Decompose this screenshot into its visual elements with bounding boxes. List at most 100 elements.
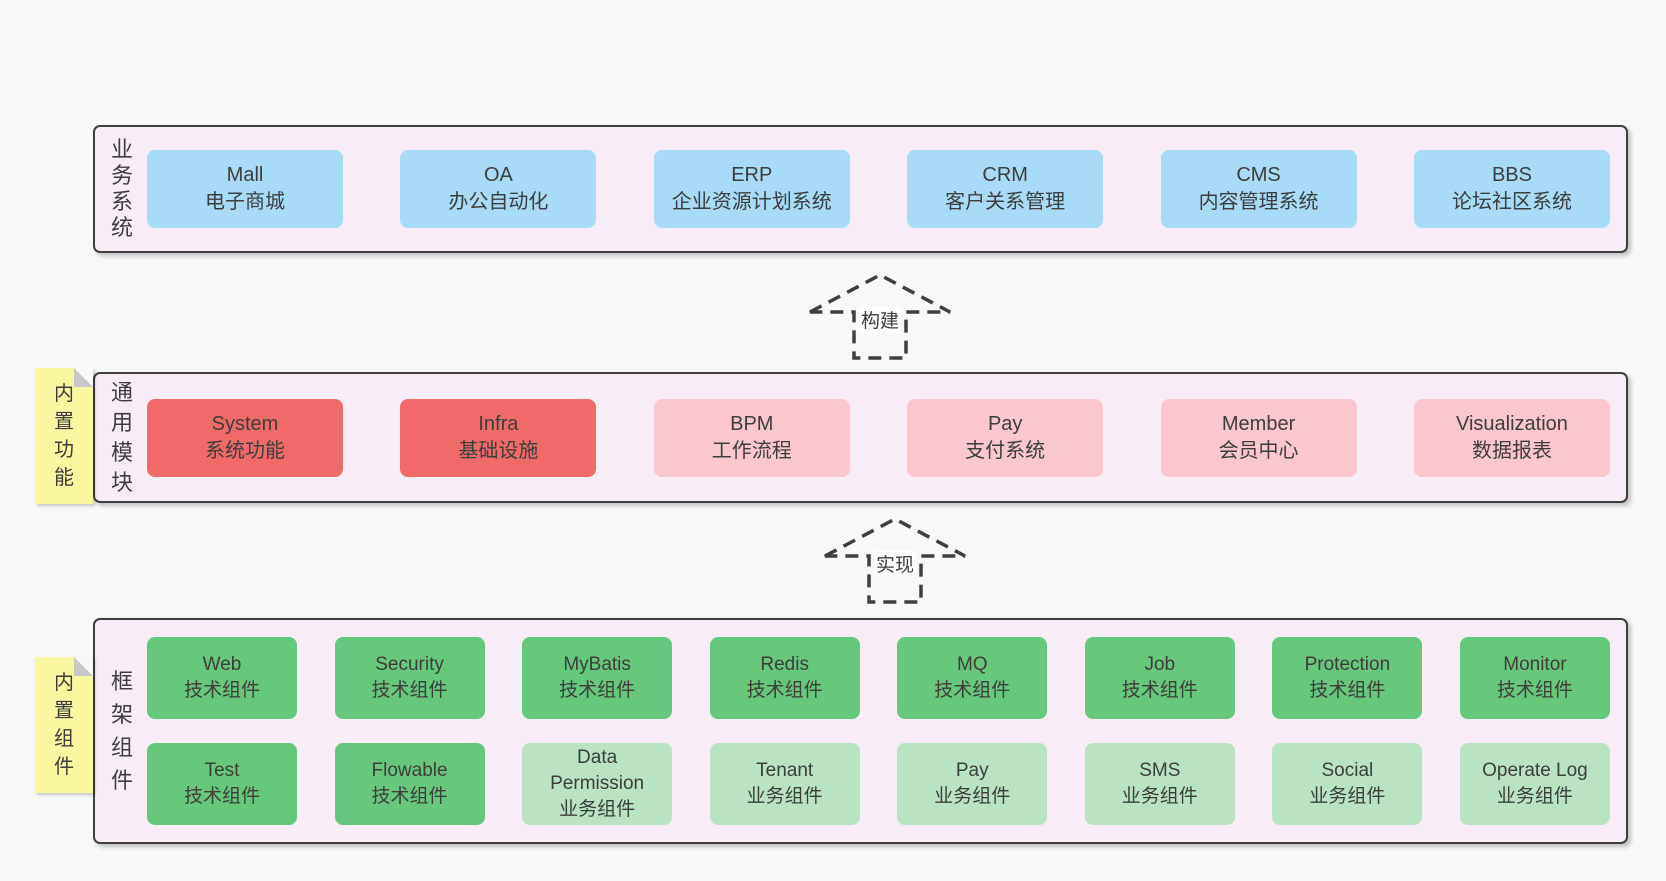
box-desc: 技术组件 (746, 680, 823, 701)
box-desc: 业务组件 (1121, 786, 1198, 807)
box-name: Job (1144, 654, 1176, 675)
box-name: Infra (478, 412, 519, 435)
box-desc: 技术组件 (1496, 680, 1573, 701)
box-desc: 工作流程 (711, 439, 792, 462)
box-desc: 技术组件 (1121, 680, 1198, 701)
box-tenant: Tenant 业务组件 (709, 743, 860, 825)
sticky-note-text: 内置功能 (54, 380, 74, 492)
box-desc: 业务组件 (1309, 786, 1386, 807)
box-desc: 办公自动化 (448, 191, 549, 213)
box-desc: 业务组件 (1496, 786, 1573, 807)
box-desc: 系统功能 (205, 439, 285, 462)
layer-label-char: 组 (110, 735, 133, 760)
sticky-note-char: 置 (54, 411, 74, 433)
arrow-implement: 实现 (820, 515, 970, 605)
box-desc: 客户关系管理 (945, 191, 1066, 213)
sticky-note-built-in-components: 内置组件 (35, 657, 93, 793)
box-job: Job 技术组件 (1084, 637, 1235, 719)
box-name: Pay (955, 760, 989, 781)
box-desc: 业务组件 (934, 786, 1011, 807)
layer-label-char: 件 (110, 768, 133, 793)
box-bpm: BPM 工作流程 (653, 398, 850, 477)
layer-label-char: 用 (110, 409, 133, 435)
layer-label-char: 块 (110, 469, 133, 495)
box-desc: 内容管理系统 (1198, 191, 1319, 213)
sticky-note-char: 置 (54, 700, 74, 722)
folded-corner-icon (74, 657, 93, 676)
box-name: System (211, 412, 279, 435)
box-crm: CRM 客户关系管理 (907, 150, 1104, 228)
box-name: CMS (1236, 164, 1281, 186)
box-desc: 技术组件 (371, 680, 448, 701)
sticky-note-char: 内 (54, 383, 74, 405)
layer-label-char: 通 (110, 379, 133, 405)
box-name: Social (1321, 760, 1374, 781)
box-name: SMS (1139, 760, 1181, 781)
layer-label-char: 框 (110, 669, 133, 694)
folded-corner-icon (74, 368, 93, 387)
sticky-note-char: 件 (54, 756, 74, 778)
box-name: Member (1221, 412, 1296, 435)
box-desc: 企业资源计划系统 (671, 191, 832, 213)
box-flowable: Flowable 技术组件 (334, 743, 485, 825)
box-name: BPM (730, 412, 774, 435)
box-bbs: BBS 论坛社区系统 (1413, 150, 1610, 228)
box-name: Visualization (1455, 412, 1568, 435)
box-name: ERP (731, 164, 773, 186)
box-desc: 论坛社区系统 (1451, 191, 1572, 213)
box-pay: Pay 业务组件 (897, 743, 1048, 825)
layer-label-char: 统 (110, 215, 133, 240)
layer-label-char: 务 (110, 163, 133, 188)
box-name: Tenant (756, 760, 814, 781)
box-erp: ERP 企业资源计划系统 (653, 150, 850, 228)
box-sms: SMS 业务组件 (1084, 743, 1235, 825)
box-name: BBS (1491, 164, 1532, 186)
box-desc: 技术组件 (559, 680, 636, 701)
layer-label-common-modules: 通用模块 (107, 374, 137, 501)
box-oa: OA 办公自动化 (400, 150, 597, 228)
box-desc: 业务组件 (559, 799, 636, 820)
up-arrow-icon (809, 273, 951, 360)
layer-label-char: 模 (110, 439, 133, 465)
sticky-note-built-in-features: 内置功能 (35, 368, 93, 504)
box-name: OA (483, 164, 513, 186)
sticky-note-char: 组 (54, 728, 74, 750)
box-name: Flowable (371, 760, 448, 781)
box-name: Pay (987, 412, 1023, 435)
layer-label-char: 业 (110, 137, 133, 162)
box-name: Security (375, 654, 444, 675)
box-desc: 技术组件 (934, 680, 1011, 701)
box-cms: CMS 内容管理系统 (1160, 150, 1357, 228)
box-name: Mall (226, 164, 264, 186)
box-social: Social 业务组件 (1272, 743, 1423, 825)
arrow-implement-label: 实现 (873, 550, 917, 577)
box-name: Data Permission (550, 747, 645, 794)
box-desc: 基础设施 (458, 439, 539, 462)
layer-label-framework-components: 框架组件 (107, 620, 137, 842)
layer-label-business-systems: 业务系统 (107, 127, 137, 251)
box-name: CRM (982, 164, 1028, 186)
box-name: Monitor (1503, 654, 1567, 675)
box-security: Security 技术组件 (334, 637, 485, 719)
box-desc: 业务组件 (746, 786, 823, 807)
layer-label-char: 架 (110, 702, 133, 727)
box-desc: 技术组件 (371, 786, 448, 807)
